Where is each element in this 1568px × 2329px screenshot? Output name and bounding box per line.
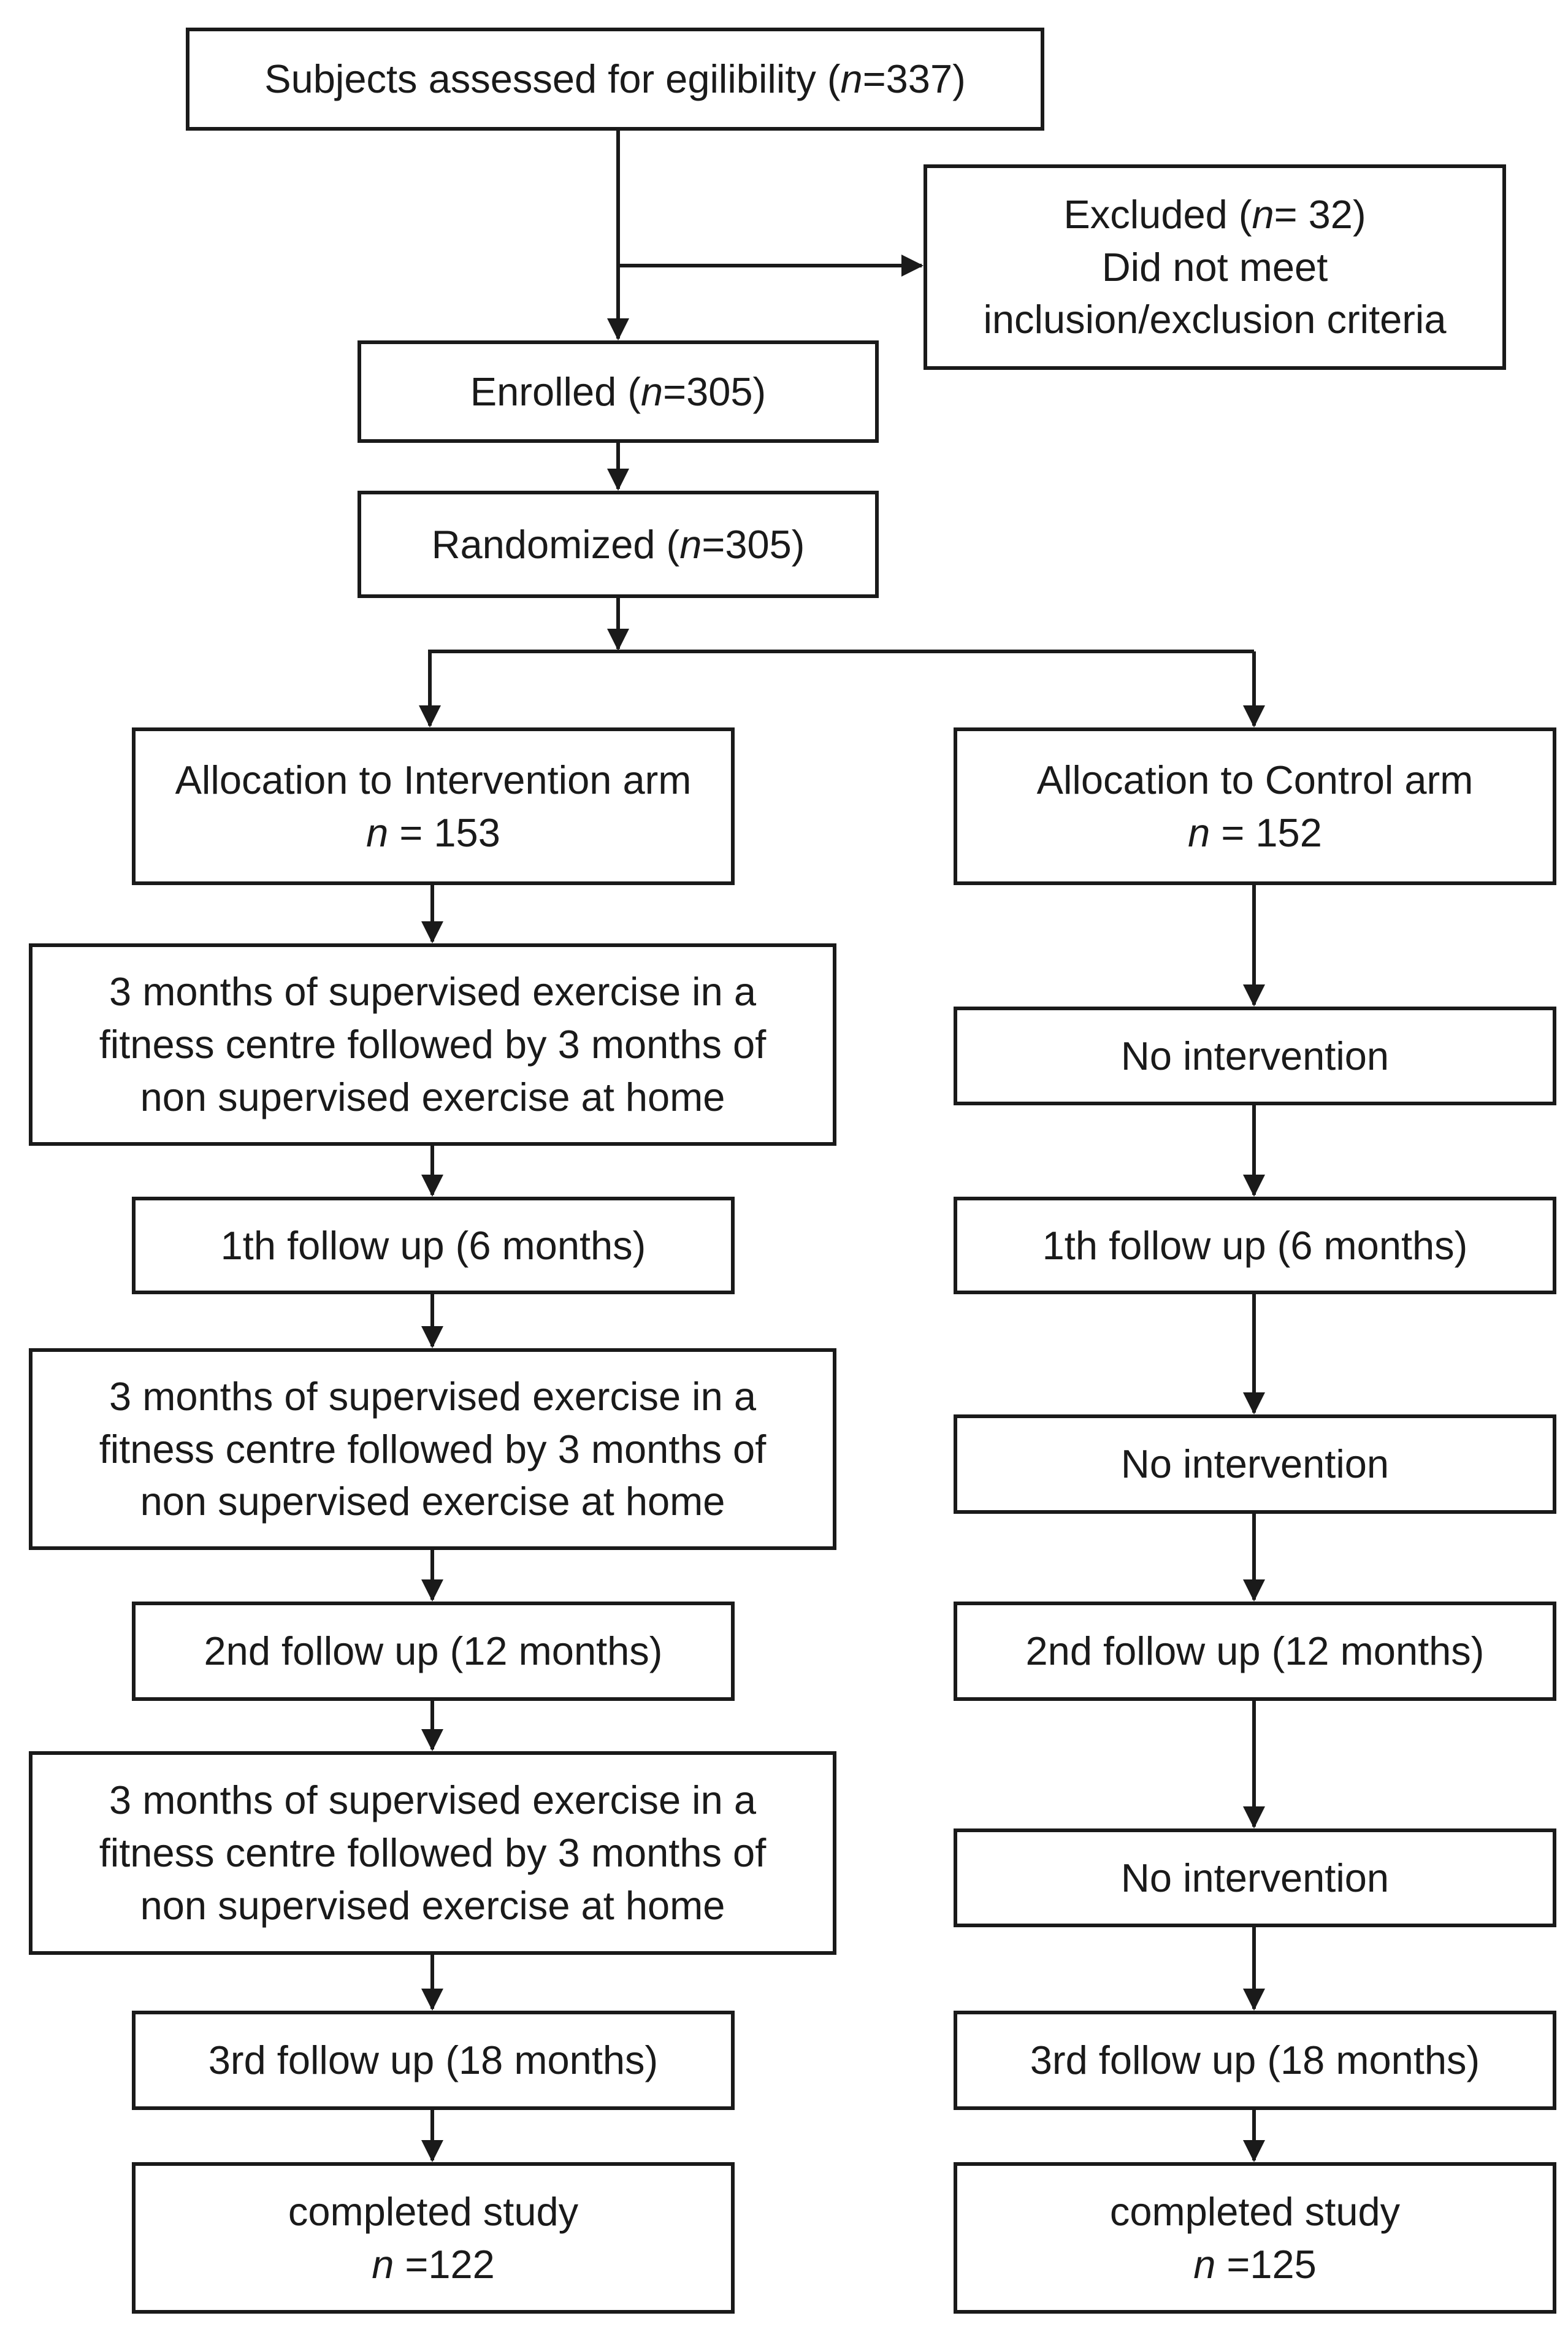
exercise-line-2: fitness centre followed by 3 months of xyxy=(99,1022,767,1067)
followup-label: 2nd follow up (12 months) xyxy=(204,1629,663,1674)
control-n-value: = 152 xyxy=(1210,810,1322,855)
intervention-followup-2-box: 2nd follow up (12 months) xyxy=(132,1602,735,1701)
exercise-line-1: 3 months of supervised exercise in a xyxy=(109,1778,756,1823)
control-no-intervention-box-1: No intervention xyxy=(954,1007,1556,1105)
followup-label: 3rd follow up (18 months) xyxy=(208,2038,659,2083)
exercise-line-3: non supervised exercise at home xyxy=(140,1074,725,1119)
control-followup-3-box: 3rd follow up (18 months) xyxy=(954,2011,1556,2110)
enrolled-suffix: =305) xyxy=(663,369,767,414)
control-allocation-title: Allocation to Control arm xyxy=(1036,757,1474,802)
randomized-suffix: =305) xyxy=(702,521,805,567)
intervention-completed-box: completed study n =122 xyxy=(132,2162,735,2314)
exercise-line-3: non supervised exercise at home xyxy=(140,1882,725,1928)
followup-label: 3rd follow up (18 months) xyxy=(1030,2038,1480,2083)
intervention-allocation-title: Allocation to Intervention arm xyxy=(175,757,692,802)
excluded-line2: Did not meet xyxy=(1101,244,1328,290)
excluded-n-label: n xyxy=(1252,191,1274,237)
control-no-intervention-box-3: No intervention xyxy=(954,1828,1556,1927)
excluded-line3: inclusion/exclusion criteria xyxy=(983,297,1447,342)
screening-prefix: Subjects assessed for egilibility ( xyxy=(264,56,841,102)
intervention-followup-1-box: 1th follow up (6 months) xyxy=(132,1197,735,1294)
screening-suffix: =337) xyxy=(862,56,966,102)
control-n-label: n xyxy=(1188,810,1210,855)
intervention-n-value: = 153 xyxy=(388,810,500,855)
intervention-exercise-box-2: 3 months of supervised exercise in a fit… xyxy=(29,1348,836,1550)
no-intervention-label: No intervention xyxy=(1120,1033,1390,1078)
completed-n-value: =122 xyxy=(394,2241,495,2287)
completed-title: completed study xyxy=(1109,2189,1401,2234)
exercise-line-2: fitness centre followed by 3 months of xyxy=(99,1426,767,1471)
no-intervention-label: No intervention xyxy=(1120,1855,1390,1900)
completed-n-label: n xyxy=(1193,2241,1216,2287)
exercise-line-1: 3 months of supervised exercise in a xyxy=(109,1373,756,1419)
randomized-n-label: n xyxy=(679,521,702,567)
exercise-line-2: fitness centre followed by 3 months of xyxy=(99,1830,767,1876)
control-followup-1-box: 1th follow up (6 months) xyxy=(954,1197,1556,1294)
control-completed-box: completed study n =125 xyxy=(954,2162,1556,2314)
enrolled-prefix: Enrolled ( xyxy=(470,369,641,414)
completed-n-label: n xyxy=(372,2241,394,2287)
intervention-n-label: n xyxy=(366,810,389,855)
enrolled-n-label: n xyxy=(640,369,664,414)
excluded-suffix: = 32) xyxy=(1274,191,1366,237)
excluded-prefix: Excluded ( xyxy=(1063,191,1252,237)
intervention-exercise-box-3: 3 months of supervised exercise in a fit… xyxy=(29,1751,836,1955)
followup-label: 1th follow up (6 months) xyxy=(220,1222,646,1268)
randomized-box: Randomized (n=305) xyxy=(358,491,879,598)
screening-n-label: n xyxy=(840,56,863,102)
exercise-line-3: non supervised exercise at home xyxy=(140,1479,725,1524)
excluded-box: Excluded (n= 32) Did not meet inclusion/… xyxy=(924,164,1506,370)
no-intervention-label: No intervention xyxy=(1120,1441,1390,1487)
randomized-prefix: Randomized ( xyxy=(431,521,680,567)
control-no-intervention-box-2: No intervention xyxy=(954,1414,1556,1514)
intervention-followup-3-box: 3rd follow up (18 months) xyxy=(132,2011,735,2110)
control-followup-2-box: 2nd follow up (12 months) xyxy=(954,1602,1556,1701)
screening-box: Subjects assessed for egilibility (n=337… xyxy=(186,28,1044,131)
intervention-allocation-box: Allocation to Intervention arm n = 153 xyxy=(132,727,735,885)
enrolled-box: Enrolled (n=305) xyxy=(358,340,879,443)
completed-title: completed study xyxy=(288,2189,579,2234)
exercise-line-1: 3 months of supervised exercise in a xyxy=(109,969,756,1015)
followup-label: 1th follow up (6 months) xyxy=(1042,1222,1468,1268)
followup-label: 2nd follow up (12 months) xyxy=(1025,1629,1485,1674)
control-allocation-box: Allocation to Control arm n = 152 xyxy=(954,727,1556,885)
completed-n-value: =125 xyxy=(1215,2241,1317,2287)
intervention-exercise-box-1: 3 months of supervised exercise in a fit… xyxy=(29,943,836,1146)
